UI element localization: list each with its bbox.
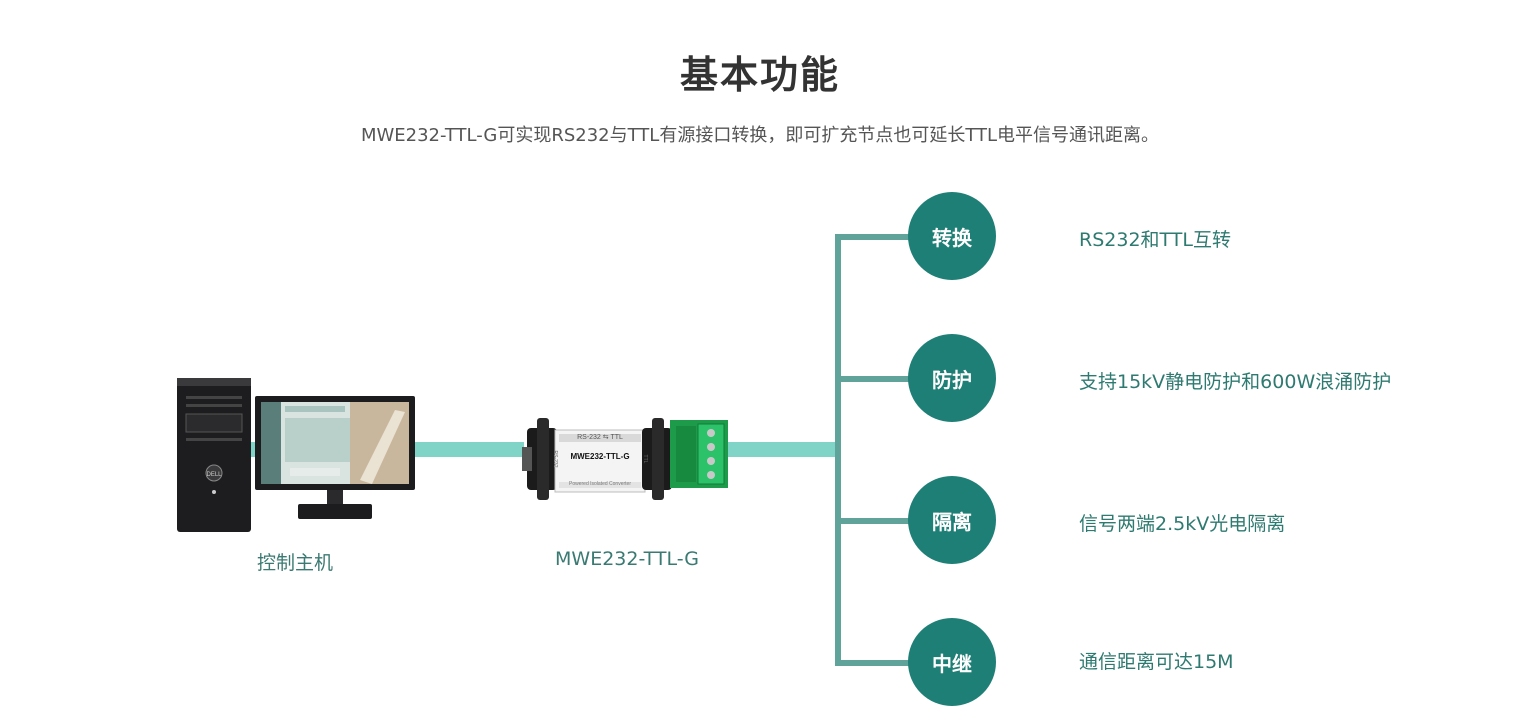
converter-side-left-text: RS-232 (552, 450, 558, 468)
converter-bottom-text: Powered Isolated Converter (569, 481, 631, 487)
feature-desc-relay: 通信距离可达15M (1079, 651, 1234, 673)
cable-pc-to-monitor (250, 442, 258, 457)
converter-model-text: MWE232-TTL-G (570, 452, 630, 461)
feature-desc-isolation: 信号两端2.5kV光电隔离 (1079, 513, 1286, 535)
cable-converter-to-tree (728, 442, 836, 457)
converter-label: MWE232-TTL-G (555, 548, 699, 570)
feature-circle-relay: 中继 (908, 618, 996, 706)
feature-tree-lines (835, 234, 912, 666)
host-label: 控制主机 (256, 552, 333, 574)
pc-tower-icon: DELL (177, 378, 251, 532)
converter-side-right-text: TTL (642, 454, 648, 464)
svg-text:DELL: DELL (206, 472, 222, 478)
converter-device-icon (522, 418, 728, 500)
feature-desc-protection: 支持15kV静电防护和600W浪涌防护 (1079, 371, 1392, 393)
page-subtitle: MWE232-TTL-G可实现RS232与TTL有源接口转换，即可扩充节点也可延… (360, 125, 1160, 146)
feature-circle-protection: 防护 (908, 334, 996, 422)
feature-circle-conversion: 转换 (908, 192, 996, 280)
cable-host-to-converter (412, 442, 524, 457)
monitor-icon (255, 396, 415, 519)
feature-desc-conversion: RS232和TTL互转 (1079, 229, 1231, 251)
feature-circle-isolation: 隔离 (908, 476, 996, 564)
converter-top-text: RS-232 ⇆ TTL (577, 434, 623, 441)
page-title: 基本功能 (679, 53, 840, 97)
